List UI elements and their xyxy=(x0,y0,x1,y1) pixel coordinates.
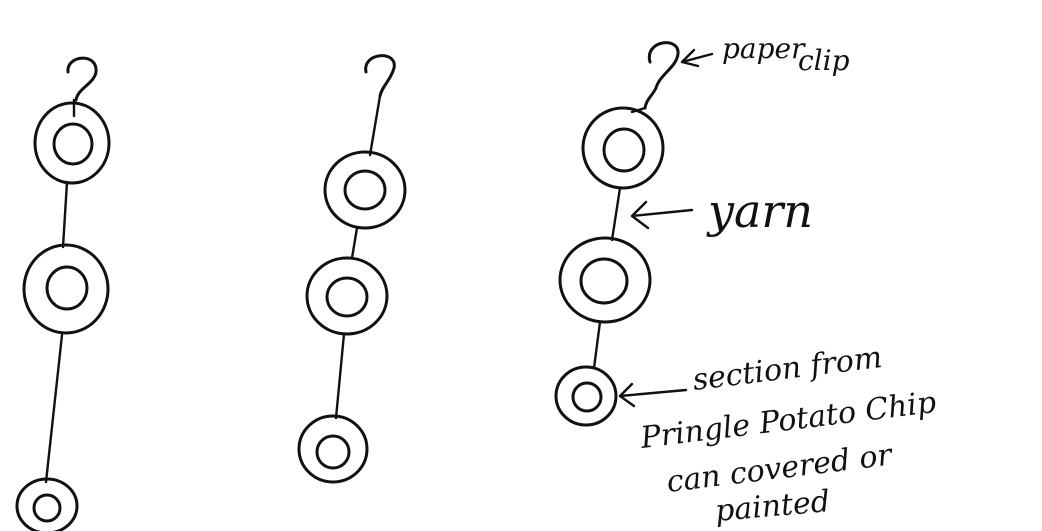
ring xyxy=(22,243,110,335)
section-label-line-2: Pringle Potato Chip xyxy=(638,385,938,456)
yarn-segment xyxy=(592,320,602,370)
ring xyxy=(554,365,618,427)
paper-label: paper xyxy=(722,32,806,65)
yarn-segment xyxy=(610,186,622,242)
yarn-segment xyxy=(350,226,359,260)
yarn-label: yarn xyxy=(706,184,813,238)
ring xyxy=(323,150,407,230)
yarn-segment xyxy=(61,180,69,249)
section-label-line-1: section from xyxy=(691,340,884,398)
ring xyxy=(15,477,79,531)
paper-clip-hook xyxy=(643,41,680,110)
ring xyxy=(581,106,665,190)
arrow-to-ring-section xyxy=(618,382,688,408)
mobile-1 xyxy=(15,56,111,531)
arrow-to-paper-clip xyxy=(680,48,714,68)
mobile-2 xyxy=(297,54,407,484)
yarn-segment xyxy=(368,94,382,157)
arrow-to-yarn xyxy=(630,200,694,230)
yarn-segment xyxy=(334,332,346,420)
ring xyxy=(297,414,369,484)
clip-label: clip xyxy=(798,44,850,77)
paper-clip-hook xyxy=(66,56,98,102)
paper-clip-hook xyxy=(364,54,396,98)
ring xyxy=(305,256,389,336)
mobile-3: paper clip yarn section from Pringle Pot… xyxy=(554,32,938,529)
ring xyxy=(33,101,111,185)
ring xyxy=(558,236,652,324)
yarn-segment xyxy=(44,333,64,484)
